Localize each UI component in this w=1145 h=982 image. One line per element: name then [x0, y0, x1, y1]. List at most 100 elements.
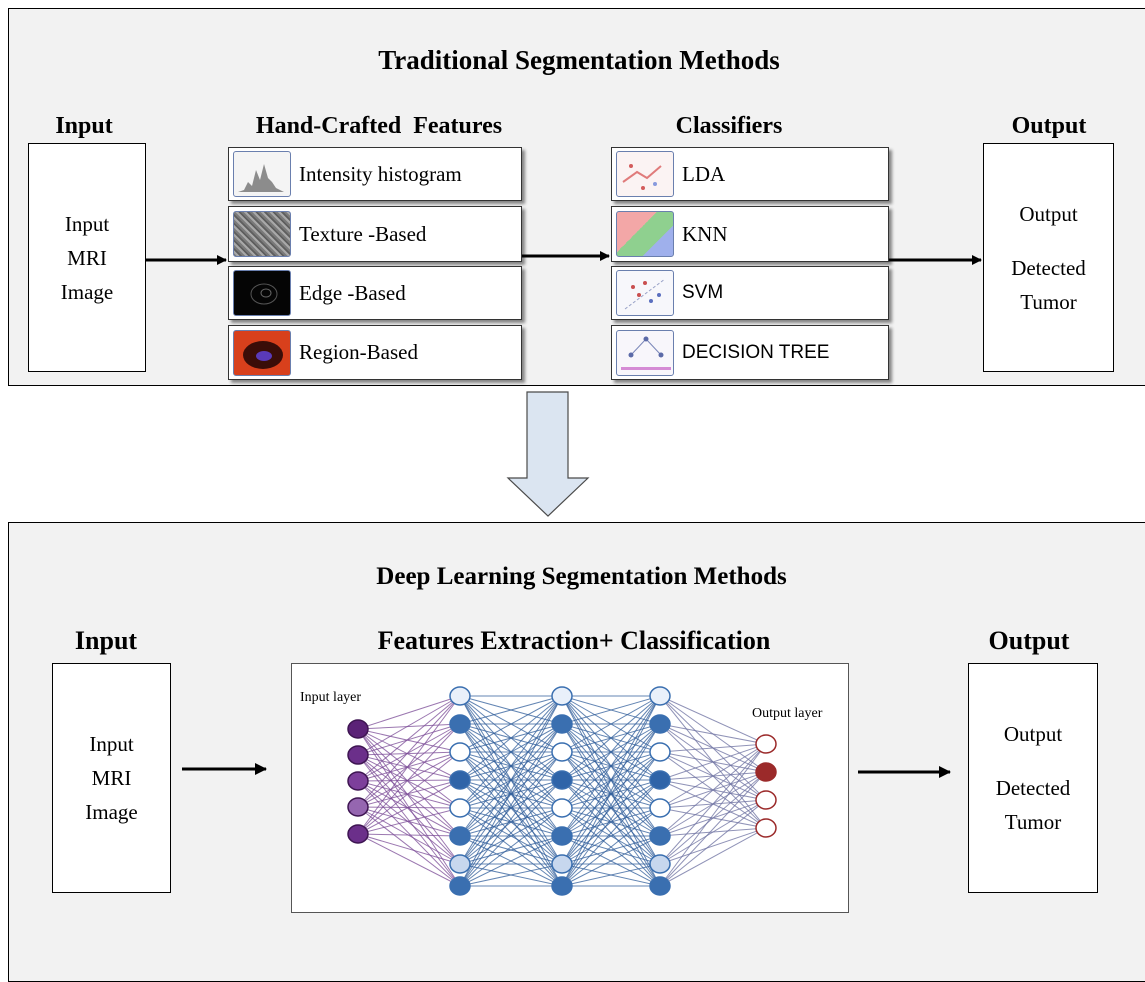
nn-connection [357, 728, 461, 865]
hidden-layer-node [649, 686, 671, 706]
nn-connection [561, 695, 661, 865]
feature-label-intensity: Intensity histogram [299, 161, 462, 186]
deep-input-line-1: Input [89, 732, 134, 756]
output-line-1: Output [1019, 201, 1078, 226]
network-heading: Features Extraction+ Classification [377, 626, 771, 655]
deep-output-line-3: Tumor [1004, 810, 1062, 834]
nn-connection [357, 754, 461, 809]
hidden-layer-node [649, 770, 671, 790]
traditional-panel: Traditional Segmentation Methods Input H… [8, 8, 1145, 386]
nn-connection [459, 779, 563, 865]
nn-connection [459, 695, 563, 725]
output-layer-node [755, 762, 777, 782]
nn-connection [459, 751, 563, 887]
nn-connection [659, 799, 767, 865]
nn-connection [659, 723, 767, 745]
nn-connection [659, 743, 767, 781]
features-heading: Hand-Crafted Features [255, 113, 503, 139]
hidden-layer-node [649, 742, 671, 762]
nn-connection [659, 743, 767, 865]
nn-connection [561, 695, 661, 887]
nn-connection [357, 807, 461, 835]
hidden-layer-node [649, 854, 671, 874]
hidden-layer-node [449, 876, 471, 896]
nn-connection [459, 751, 563, 865]
feature-label-texture: Texture -Based [299, 221, 427, 246]
nn-connection [459, 835, 563, 887]
feature-texture-based: Texture -Based [228, 206, 522, 262]
nn-connection [561, 723, 661, 887]
output-layer-node [755, 734, 777, 754]
traditional-input-box: Input MRI Image [28, 143, 146, 372]
nn-connection [561, 723, 661, 865]
nn-connection [659, 743, 767, 753]
nn-connection [561, 751, 661, 865]
nn-connection [561, 695, 661, 753]
nn-connection [357, 723, 461, 782]
input-line-3: Image [60, 279, 114, 304]
hidden-layer-node [449, 854, 471, 874]
hidden-layer-node [551, 798, 573, 818]
hidden-layer-node [649, 798, 671, 818]
feature-intensity-histogram: Intensity histogram [228, 147, 522, 201]
nn-connection [357, 728, 461, 809]
nn-connection [357, 728, 461, 781]
traditional-output-box: Output Detected Tumor [983, 143, 1114, 372]
nn-connection [357, 780, 461, 837]
hidden-layer-node [449, 742, 471, 762]
svm-thumbnail-icon [616, 270, 674, 316]
nn-connection [459, 695, 563, 837]
nn-connection [561, 807, 661, 887]
input-layer-node [347, 771, 369, 791]
deep-input-line-2: MRI [91, 766, 132, 790]
hidden-layer-node [551, 770, 573, 790]
nn-connection [357, 754, 461, 837]
nn-connection [561, 863, 661, 887]
hidden-layer-node [551, 826, 573, 846]
nn-connection [659, 799, 767, 887]
nn-connection [459, 723, 563, 887]
nn-connection [659, 771, 767, 887]
edge-thumbnail-icon [233, 270, 291, 316]
nn-connection [357, 728, 461, 837]
input-line-1: Input [64, 211, 110, 236]
nn-connection [659, 827, 767, 865]
nn-connection [357, 751, 461, 756]
nn-connection [357, 695, 461, 730]
nn-connection [561, 779, 661, 865]
nn-connection [561, 835, 661, 887]
hidden-layer-node [449, 714, 471, 734]
nn-connection [357, 779, 461, 835]
deep-input-line-3: Image [85, 800, 138, 824]
nn-connection [561, 695, 661, 725]
nn-connection [357, 695, 461, 782]
nn-connection [357, 728, 461, 753]
nn-connection [357, 723, 461, 835]
input-layer-label: Input layer [300, 690, 362, 705]
nn-connection [357, 695, 461, 756]
nn-connection [659, 771, 767, 865]
input-layer-node [347, 745, 369, 765]
output-layer-node [755, 790, 777, 810]
nn-connection [357, 754, 461, 781]
nn-connection [659, 827, 767, 887]
nn-connection [659, 743, 767, 887]
nn-connection [459, 723, 563, 865]
hidden-layer-node [449, 770, 471, 790]
hidden-layer-node [649, 714, 671, 734]
nn-connection [357, 833, 461, 887]
hidden-layer-node [449, 826, 471, 846]
nn-connection [357, 806, 461, 887]
nn-connection [357, 723, 461, 730]
classifier-knn: KNN [611, 206, 889, 262]
nn-connection [659, 743, 767, 809]
neural-network-diagram [347, 686, 777, 896]
input-line-2: MRI [67, 245, 107, 270]
nn-connection [459, 695, 563, 781]
classifier-label-knn: KNN [682, 221, 728, 246]
output-layer-node [755, 818, 777, 838]
feature-edge-based: Edge -Based [228, 266, 522, 320]
input-layer-node [347, 719, 369, 739]
nn-connection [459, 695, 563, 809]
nn-connection [459, 695, 563, 887]
